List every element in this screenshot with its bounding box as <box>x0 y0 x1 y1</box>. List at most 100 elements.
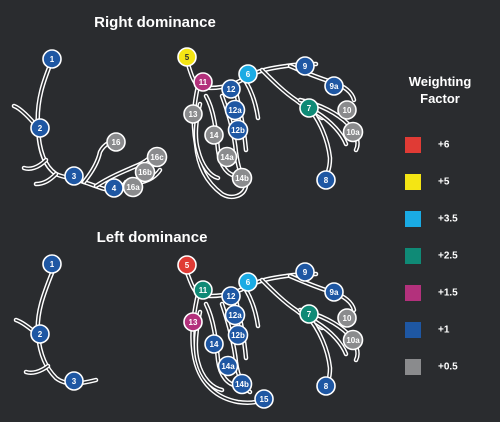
ld-segment-label: 15 <box>260 395 269 404</box>
ld-segment-12a: 12a <box>224 304 246 326</box>
ld-segment-marker <box>324 282 344 302</box>
legend-title-line2: Factor <box>420 91 460 106</box>
rd-vessel-core-10 <box>205 95 239 177</box>
rd-segment-marker <box>183 104 203 124</box>
ld-segment-marker <box>221 286 241 306</box>
rd-segment-16: 16 <box>106 132 126 152</box>
rd-segment-marker <box>146 146 168 168</box>
rd-segment-label: 10 <box>343 106 352 115</box>
ld-segment-7: 7 <box>299 304 319 324</box>
rd-segment-label: 14a <box>220 153 234 162</box>
ld-segment-12b: 12b <box>227 324 249 346</box>
rd-vessel-core-3 <box>35 173 57 185</box>
ld-segment-marker <box>42 254 62 274</box>
ld-segment-marker <box>254 389 274 409</box>
ld-segment-marker <box>204 334 224 354</box>
rd-segment-label: 3 <box>72 172 77 181</box>
rd-segment-marker <box>227 119 249 141</box>
legend-title-line1: Weighting <box>409 74 472 89</box>
rd-segment-label: 4 <box>112 184 117 193</box>
rd-segment-label: 12b <box>231 126 245 135</box>
rd-segment-13: 13 <box>183 104 203 124</box>
ld-segment-marker <box>217 355 239 377</box>
rd-segment-6: 6 <box>238 64 258 84</box>
ld-segment-label: 8 <box>324 382 329 391</box>
ld-segment-marker <box>224 304 246 326</box>
ld-segment-1: 1 <box>42 254 62 274</box>
ld-segment-marker <box>295 262 315 282</box>
legend-swatch <box>405 359 421 375</box>
ld-segment-marker <box>64 371 84 391</box>
rd-segment-label: 6 <box>246 70 251 79</box>
ld-segment-label: 10 <box>343 314 352 323</box>
rd-segment-14b: 14b <box>231 167 253 189</box>
rd-segment-3: 3 <box>64 166 84 186</box>
legend-item: +1.5 <box>405 285 458 301</box>
ld-segment-15: 15 <box>254 389 274 409</box>
ld-vessel-core-14 <box>315 321 347 355</box>
ld-segment-10a: 10a <box>342 329 364 351</box>
rd-segment-marker <box>238 64 258 84</box>
rd-segment-10a: 10a <box>342 121 364 143</box>
legend-item: +3.5 <box>405 211 458 227</box>
legend-item: +2.5 <box>405 248 458 264</box>
legend-item: +0.5 <box>405 359 458 375</box>
ld-segment-9: 9 <box>295 262 315 282</box>
ld-segment-marker <box>337 308 357 328</box>
segments-right-dominance: 12341616a16b16c56111212a12b131414a14b99a… <box>30 47 364 198</box>
rd-vessel-core-13 <box>245 81 259 119</box>
rd-segment-12a: 12a <box>224 99 246 121</box>
rd-segment-marker <box>316 170 336 190</box>
rd-segment-10: 10 <box>337 100 357 120</box>
right-dominance-title: Right dominance <box>94 14 216 31</box>
rd-segment-label: 2 <box>38 124 43 133</box>
rd-segment-marker <box>337 100 357 120</box>
legend-label: +6 <box>438 140 450 151</box>
rd-segment-label: 14b <box>235 174 249 183</box>
ld-segment-label: 1 <box>50 260 55 269</box>
rd-segment-marker <box>122 176 144 198</box>
rd-segment-label: 16 <box>112 138 121 147</box>
rd-segment-7: 7 <box>299 98 319 118</box>
ld-vessel-core-9 <box>245 289 259 327</box>
rd-segment-marker <box>42 49 62 69</box>
rd-segment-label: 16c <box>150 153 164 162</box>
weighting-legend: +6+5+3.5+2.5+1.5+1+0.5 <box>405 137 458 375</box>
rd-segment-marker <box>221 79 241 99</box>
rd-segment-marker <box>299 98 319 118</box>
ld-segment-label: 14b <box>235 380 249 389</box>
ld-segment-5: 5 <box>177 255 197 275</box>
ld-segment-12: 12 <box>221 286 241 306</box>
rd-segment-marker <box>342 121 364 143</box>
rd-segment-marker <box>106 132 126 152</box>
ld-segment-label: 3 <box>72 377 77 386</box>
rd-segment-label: 1 <box>50 55 55 64</box>
ld-segment-marker <box>342 329 364 351</box>
rd-segment-marker <box>64 166 84 186</box>
ld-segment-14b: 14b <box>231 373 253 395</box>
legend-label: +1.5 <box>438 288 458 299</box>
rd-segment-marker <box>231 167 253 189</box>
ld-segment-label: 10a <box>346 336 360 345</box>
legend-item: +6 <box>405 137 450 153</box>
legend-item: +1 <box>405 322 450 338</box>
rd-segment-12: 12 <box>221 79 241 99</box>
legend-swatch <box>405 248 421 264</box>
rd-segment-label: 9 <box>303 62 308 71</box>
rd-segment-1: 1 <box>42 49 62 69</box>
rd-segment-marker <box>324 76 344 96</box>
ld-segment-label: 7 <box>307 310 312 319</box>
legend-label: +2.5 <box>438 251 458 262</box>
ld-segment-8: 8 <box>316 376 336 396</box>
legend-swatch <box>405 322 421 338</box>
rd-segment-label: 8 <box>324 176 329 185</box>
rd-segment-marker <box>177 47 197 67</box>
ld-vessel-core-6 <box>205 303 241 387</box>
ld-segment-marker <box>316 376 336 396</box>
legend-label: +3.5 <box>438 214 458 225</box>
ld-segment-label: 9a <box>330 288 339 297</box>
ld-segment-marker <box>299 304 319 324</box>
ld-vessel-core-2 <box>25 365 49 374</box>
rd-segment-label: 10a <box>346 128 360 137</box>
